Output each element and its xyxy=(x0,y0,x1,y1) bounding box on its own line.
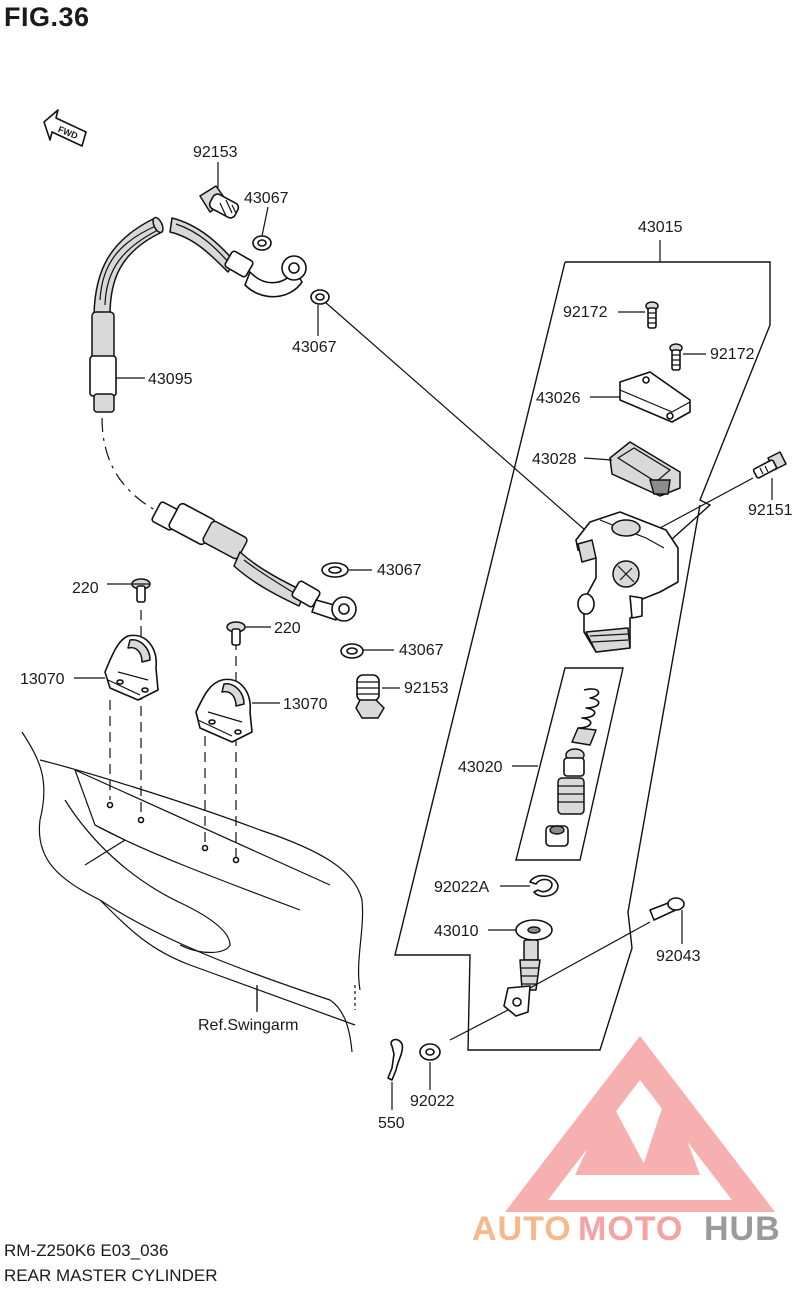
watermark-moto: MOTO xyxy=(578,1210,683,1248)
callout-43020: 43020 xyxy=(458,759,503,776)
callout-43067-a: 43067 xyxy=(244,190,289,207)
ref-swingarm-label: Ref.Swingarm xyxy=(198,1017,298,1034)
callout-43015: 43015 xyxy=(638,219,683,236)
callout-550: 550 xyxy=(378,1115,405,1132)
watermark-text: AUTO MOTO HUB xyxy=(472,1210,781,1248)
callout-43010: 43010 xyxy=(434,923,479,940)
hose-upper-banjo xyxy=(169,217,307,298)
callout-43028: 43028 xyxy=(532,451,577,468)
callout-92022: 92022 xyxy=(410,1093,455,1110)
washer-43067-d xyxy=(340,643,364,659)
callout-92153-b: 92153 xyxy=(404,680,449,697)
washer-43067-b xyxy=(310,289,330,305)
screw-220-a xyxy=(131,578,151,603)
callout-43026: 43026 xyxy=(536,390,581,407)
swingarm-outline xyxy=(21,731,364,1053)
hose-clamp-13070-a xyxy=(104,634,159,701)
callout-43095: 43095 xyxy=(148,371,193,388)
callout-220-a: 220 xyxy=(72,580,99,597)
hose-clamp-13070-b xyxy=(195,678,253,743)
master-cylinder-body xyxy=(575,511,679,653)
master-cylinder-kit-frame xyxy=(394,240,771,1051)
brake-hose-lower xyxy=(151,501,357,622)
banjo-bolt-top xyxy=(199,185,240,219)
screw-220-b xyxy=(226,621,246,646)
callout-92043: 92043 xyxy=(656,948,701,965)
push-rod-43010 xyxy=(503,919,553,1017)
callout-92022a: 92022A xyxy=(434,879,489,896)
diaphragm-43028 xyxy=(609,441,681,497)
screw-92172-b xyxy=(669,343,683,371)
watermark-auto: AUTO xyxy=(472,1210,572,1248)
brake-hose-upper xyxy=(89,216,164,511)
washer-43067-a xyxy=(252,235,272,251)
callout-92153-a: 92153 xyxy=(193,144,238,161)
clevis-pin-92043 xyxy=(649,897,685,921)
screw-92172-a xyxy=(645,301,659,329)
callout-43067-d: 43067 xyxy=(399,642,444,659)
figure-title: FIG.36 xyxy=(4,2,90,32)
washer-43067-c xyxy=(321,562,349,578)
circlip-92022a xyxy=(529,874,559,898)
washer-92022 xyxy=(419,1043,441,1061)
watermark-hub: HUB xyxy=(704,1210,781,1248)
callout-92172-a: 92172 xyxy=(563,304,608,321)
bolt-92151 xyxy=(752,451,787,479)
banjo-bolt-lower xyxy=(355,674,385,719)
leader-lines xyxy=(74,162,773,1110)
reservoir-cap-43026 xyxy=(619,371,691,423)
cotter-pin-550 xyxy=(387,1038,404,1081)
callout-13070-b: 13070 xyxy=(283,696,328,713)
callout-43067-c: 43067 xyxy=(377,562,422,579)
callout-92172-b: 92172 xyxy=(710,346,755,363)
fwd-arrow-icon: FWD xyxy=(43,109,87,147)
piston-kit-frame xyxy=(515,667,624,861)
model-code: RM-Z250K6 E03_036 xyxy=(4,1241,169,1260)
callout-92151: 92151 xyxy=(748,502,793,519)
piston-kit-43020 xyxy=(545,688,600,847)
callout-220-b: 220 xyxy=(274,620,301,637)
callout-43067-b: 43067 xyxy=(292,339,337,356)
callout-13070-a: 13070 xyxy=(20,671,65,688)
diagram-name: REAR MASTER CYLINDER xyxy=(4,1266,218,1285)
watermark-logo xyxy=(505,1036,775,1212)
